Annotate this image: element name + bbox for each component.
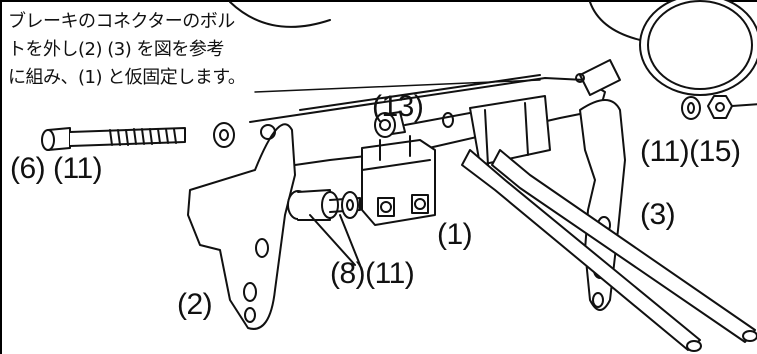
cables: [461, 149, 757, 352]
nut-15: [707, 95, 733, 119]
washer-11-left: [213, 122, 235, 148]
callout-6-11: (6) (11): [10, 152, 103, 185]
callout-11-15: (11)(15): [640, 135, 741, 168]
bolt-6: [41, 127, 186, 151]
instruction-text: ブレーキのコネクターのボル トを外し(2) (3) を図を参考 に組み、(1) …: [8, 8, 308, 92]
spacer-13: [374, 111, 406, 138]
bolt-8: [287, 189, 361, 266]
instruction-line-1: ブレーキのコネクターのボル: [8, 11, 235, 32]
callout-8-11: (8)(11): [330, 257, 415, 290]
instruction-line-3: に組み、(1) と仮固定します。: [8, 67, 246, 88]
washer-11-right: [681, 96, 701, 120]
callout-13: (13): [372, 90, 424, 123]
chassis-top-arc: [229, 1, 331, 28]
clamp-1: [361, 135, 436, 226]
callout-3: (3): [640, 198, 676, 231]
meter: [639, 0, 757, 96]
callout-1: (1): [437, 218, 473, 251]
callout-2: (2): [177, 288, 213, 321]
instruction-line-2: トを外し(2) (3) を図を参考: [8, 39, 224, 60]
